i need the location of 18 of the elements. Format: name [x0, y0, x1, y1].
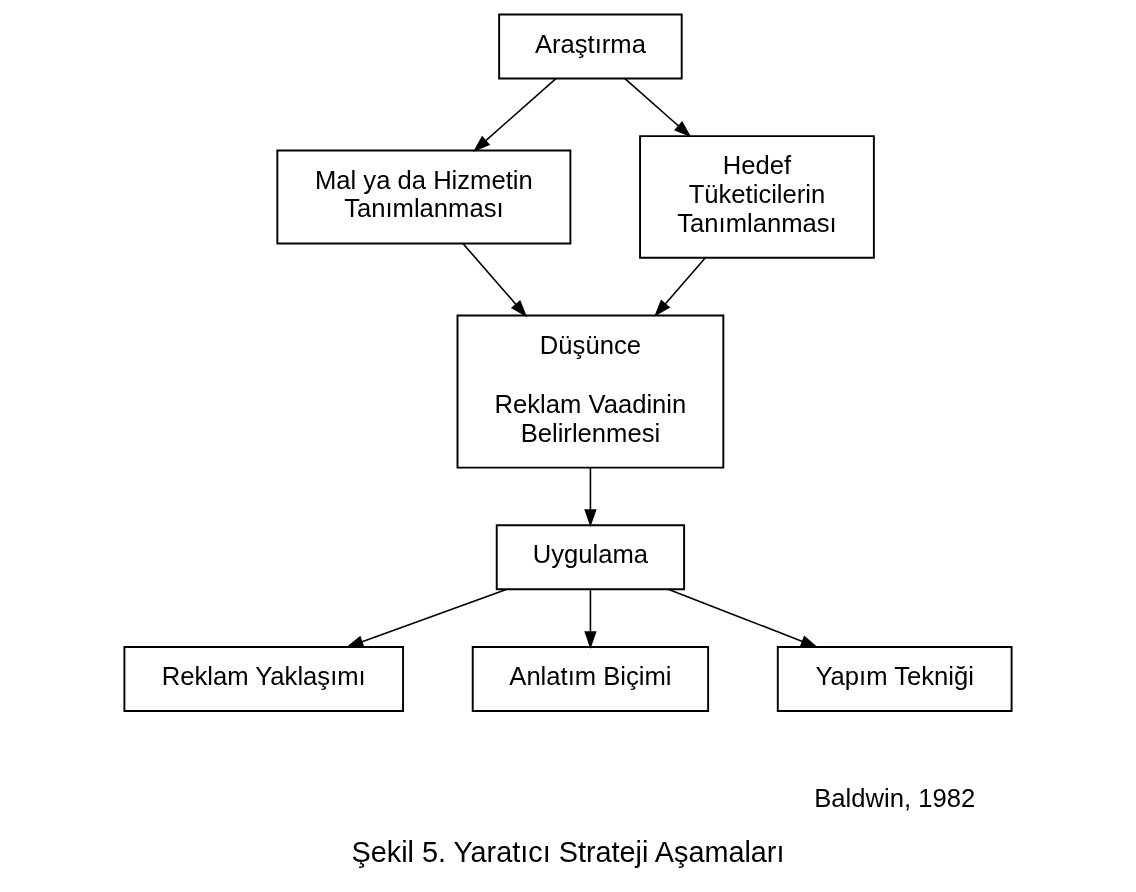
node-box: Mal ya da Hizmetin Tanımlanması — [276, 149, 572, 245]
caption: Şekil 5. Yaratıcı Strateji Aşamaları — [351, 836, 785, 869]
node-box: Düşünce Reklam Vaadinin Belirlenmesi — [456, 314, 725, 469]
node-box: Anlatım Biçimi — [471, 646, 710, 712]
arrow — [472, 77, 557, 152]
arrow — [584, 466, 597, 527]
node-box: Uygulama — [495, 524, 686, 591]
arrow — [584, 588, 597, 649]
label: Baldwin, 1982 — [814, 783, 976, 812]
arrow — [624, 77, 692, 138]
node-box: Hedef Tüketicilerin Tanımlanması — [639, 135, 875, 259]
arrow — [654, 257, 706, 317]
node-box: Reklam Yaklaşımı — [123, 646, 404, 712]
arrow — [345, 588, 508, 648]
arrow — [462, 242, 528, 318]
node-box: Yapım Tekniği — [776, 646, 1013, 712]
arrow — [668, 588, 819, 648]
node-box: Araştırma — [498, 13, 683, 80]
